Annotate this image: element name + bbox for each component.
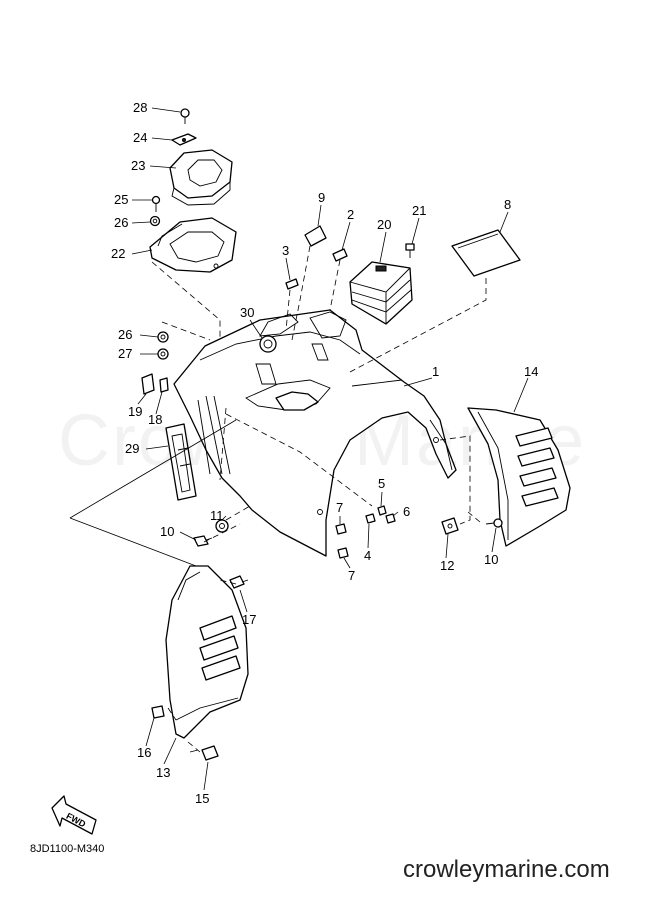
clip-4 — [365, 513, 376, 524]
callout-19: 19 — [128, 404, 142, 419]
callout-28: 28 — [133, 100, 147, 115]
pad-9 — [304, 225, 327, 247]
callout-16: 16 — [137, 745, 151, 760]
callout-11: 11 — [210, 508, 224, 523]
callout-7-lower: 7 — [348, 568, 355, 583]
callout-6: 6 — [403, 504, 410, 519]
callout-26-upper: 26 — [114, 215, 128, 230]
callout-3: 3 — [282, 243, 289, 258]
callout-18: 18 — [148, 412, 162, 427]
clip-12 — [441, 517, 459, 535]
callout-12: 12 — [440, 558, 454, 573]
callout-30: 30 — [240, 305, 254, 320]
bolt-10-left — [193, 535, 213, 547]
plate-24 — [171, 133, 197, 146]
side-cover-14 — [467, 407, 571, 547]
callout-5: 5 — [378, 476, 385, 491]
nut-26-upper — [149, 215, 161, 227]
side-cover-13 — [165, 565, 249, 739]
clip-6 — [385, 513, 396, 524]
grommet-19 — [141, 373, 155, 395]
grommet-16 — [151, 705, 165, 719]
callout-10-left: 10 — [160, 524, 174, 539]
bolt-10-right — [485, 518, 503, 528]
callout-15: 15 — [195, 791, 209, 806]
lid-23 — [169, 149, 233, 206]
callout-7-upper: 7 — [336, 500, 343, 515]
front-fender-body-1 — [173, 309, 457, 557]
washer-11 — [215, 519, 229, 533]
callout-27: 27 — [118, 346, 132, 361]
callout-22: 22 — [111, 246, 125, 261]
callout-20: 20 — [377, 217, 391, 232]
callout-1: 1 — [432, 364, 439, 379]
pad-3 — [285, 278, 299, 290]
callout-23: 23 — [131, 158, 145, 173]
sheet-8 — [451, 229, 521, 277]
bolt-21 — [405, 243, 415, 258]
clip-5 — [377, 505, 387, 516]
pad-2 — [332, 248, 348, 262]
callout-21: 21 — [412, 203, 426, 218]
bracket-29 — [165, 423, 197, 501]
callout-8: 8 — [504, 197, 511, 212]
callout-13: 13 — [156, 765, 170, 780]
callout-2: 2 — [347, 207, 354, 222]
bolt-17 — [229, 575, 249, 589]
clip-7-upper — [335, 523, 347, 535]
clip-7-lower — [337, 547, 349, 559]
cup-holder-22 — [149, 217, 237, 273]
callout-17: 17 — [242, 612, 256, 627]
callout-10-right: 10 — [484, 552, 498, 567]
collar-18 — [159, 377, 169, 393]
footer-url[interactable]: crowleymarine.com — [403, 856, 610, 883]
screw-28 — [180, 108, 190, 124]
battery-box-20 — [349, 261, 413, 325]
nut-27 — [157, 348, 169, 360]
callout-14: 14 — [524, 364, 538, 379]
callout-26-lower: 26 — [118, 327, 132, 342]
drawing-code: 8JD1100-M340 — [30, 843, 105, 855]
callout-24: 24 — [133, 130, 147, 145]
nut-26-lower — [157, 331, 169, 343]
callout-25: 25 — [114, 192, 128, 207]
callout-4: 4 — [364, 548, 371, 563]
callout-9: 9 — [318, 190, 325, 205]
callout-29: 29 — [125, 441, 139, 456]
fwd-arrow-icon: FWD — [51, 795, 97, 835]
bolt-15 — [189, 745, 219, 761]
screw-25 — [151, 195, 161, 212]
